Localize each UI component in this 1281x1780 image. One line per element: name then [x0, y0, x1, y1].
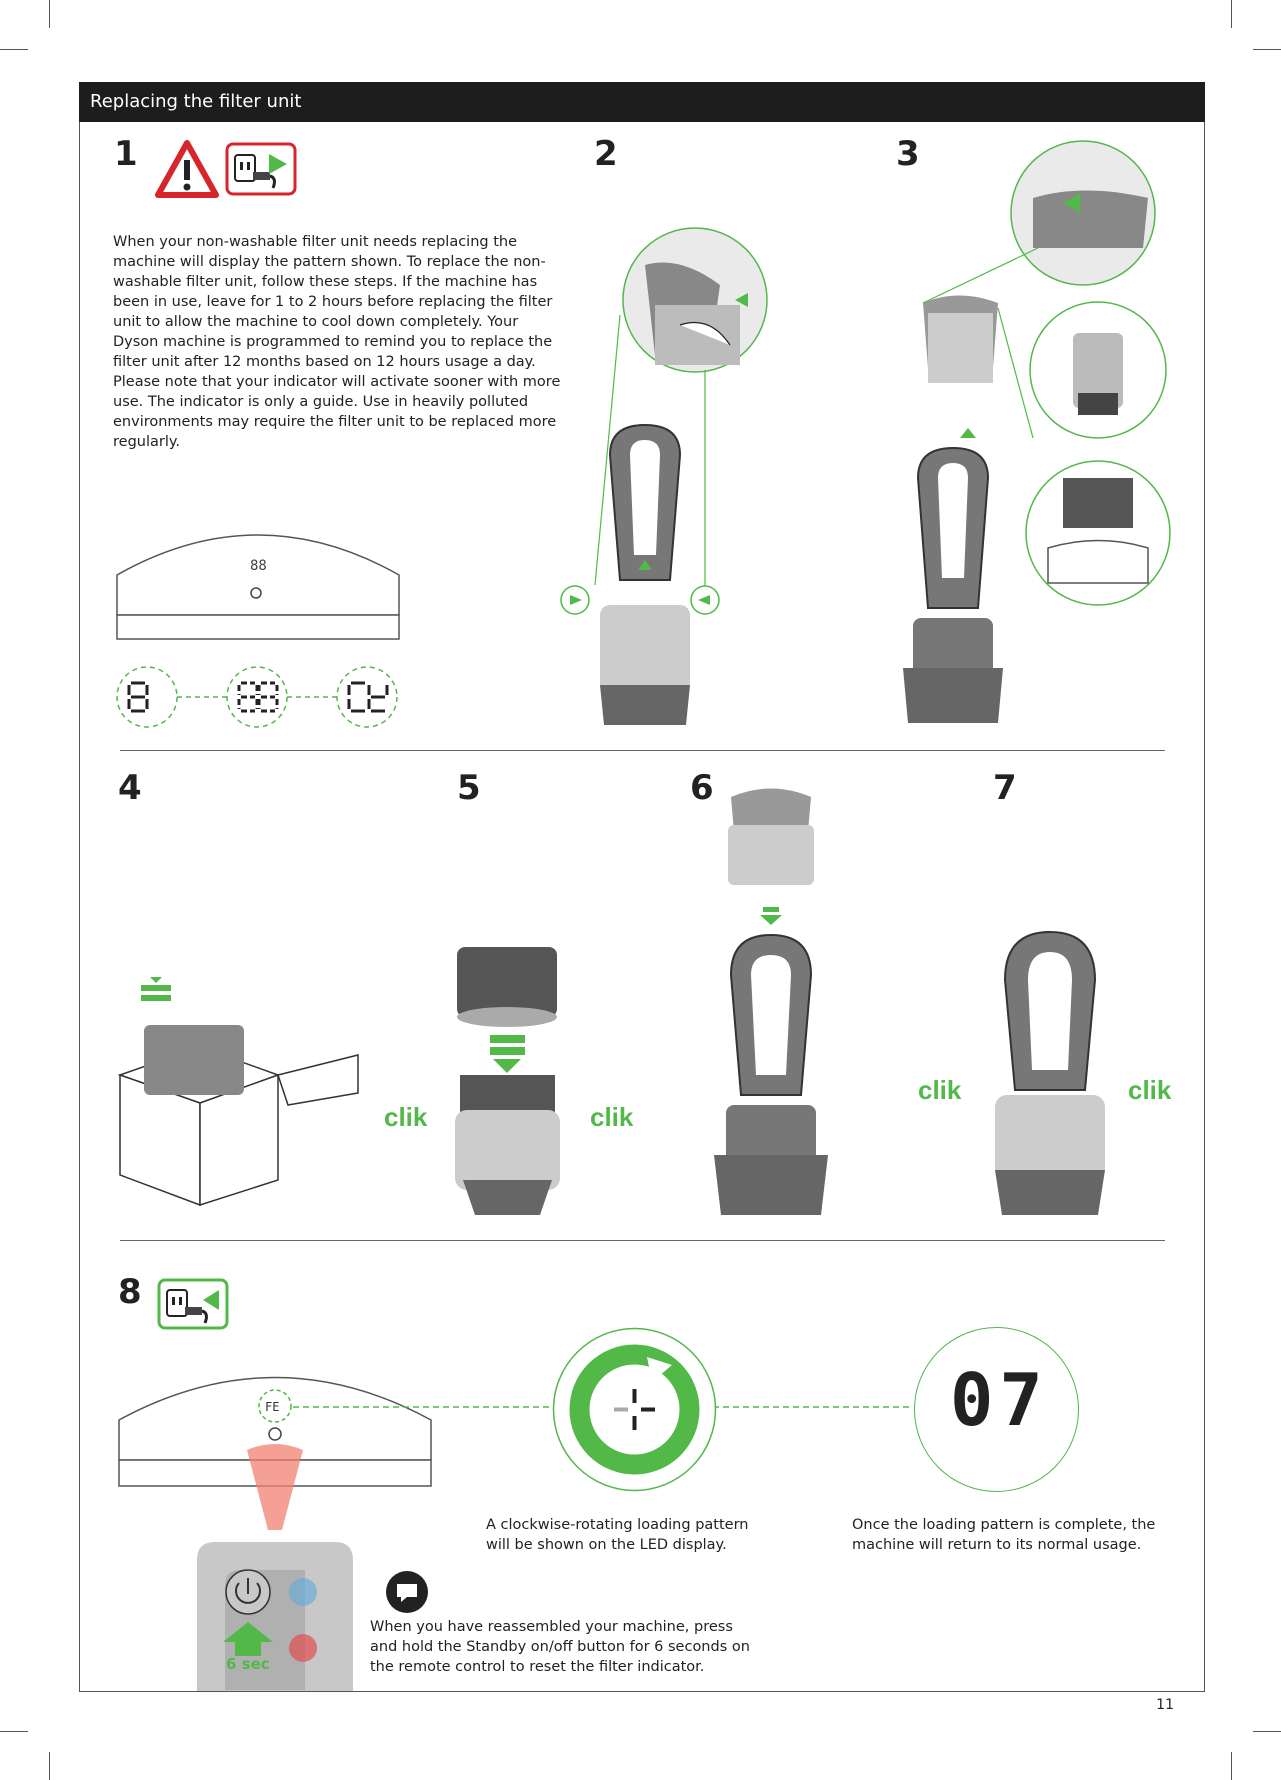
plug-in-icon: [157, 1278, 229, 1330]
step-number: 4: [118, 768, 142, 808]
clik-label: clik: [1128, 1075, 1172, 1105]
page-number: 11: [1156, 1697, 1174, 1713]
chat-icon: [386, 1571, 428, 1613]
section-title: Replacing the filter unit: [90, 91, 302, 112]
clik-label: clik: [590, 1102, 634, 1132]
step-number: 8: [118, 1272, 142, 1312]
step-number: 2: [594, 134, 618, 174]
crop-mark: [0, 49, 28, 50]
svg-text:FE: FE: [265, 1400, 279, 1414]
section-divider: [120, 1240, 1165, 1241]
clik-label: clik: [918, 1075, 962, 1105]
remote-control-illustration: [197, 1542, 353, 1691]
step1-text: When your non-washable filter unit needs…: [113, 234, 561, 450]
warning-icon: [155, 140, 219, 198]
loading-caption: A clockwise-rotating loading pattern wil…: [486, 1517, 749, 1553]
machine-reset-illustration: FE: [118, 1376, 432, 1530]
led-display-value: 07: [950, 1358, 1049, 1442]
clik-label: clik: [384, 1102, 428, 1132]
complete-caption: Once the loading pattern is complete, th…: [852, 1517, 1156, 1553]
step7-assembled-machine-illustration: [995, 930, 1105, 1215]
machine-display-illustration: 88: [116, 534, 400, 640]
filter-pattern-sequence: [116, 666, 398, 728]
crop-mark: [49, 1752, 50, 1780]
loading-icon: [552, 1327, 717, 1492]
unplug-icon: [225, 142, 297, 196]
step3-remove-filter-illustration: [903, 140, 1171, 723]
step-number: 6: [690, 768, 714, 808]
led-result-circle: [914, 1327, 1079, 1492]
step-number: 7: [993, 768, 1017, 808]
step-number: 3: [896, 134, 920, 174]
crop-mark: [49, 0, 50, 28]
step-number: 1: [114, 134, 138, 174]
crop-mark: [1253, 49, 1281, 50]
section-divider: [120, 750, 1165, 751]
reset-instruction: When you have reassembled your machine, …: [370, 1619, 750, 1675]
svg-text:88: 88: [250, 558, 267, 574]
step2-release-illustration: [560, 227, 768, 725]
crop-mark: [1231, 1752, 1232, 1780]
step4-unbox-filter-illustration: [117, 977, 359, 1207]
crop-mark: [1231, 0, 1232, 28]
crop-mark: [0, 1731, 28, 1732]
hold-time-label: 6 sec: [226, 1655, 270, 1673]
section-header: Replacing the filter unit: [79, 82, 1205, 122]
step5-fit-filter-illustration: [455, 947, 560, 1215]
crop-mark: [1253, 1731, 1281, 1732]
step6-refit-shroud-illustration: [714, 788, 828, 1215]
dashed-connector: [293, 1406, 913, 1408]
step-number: 5: [457, 768, 481, 808]
